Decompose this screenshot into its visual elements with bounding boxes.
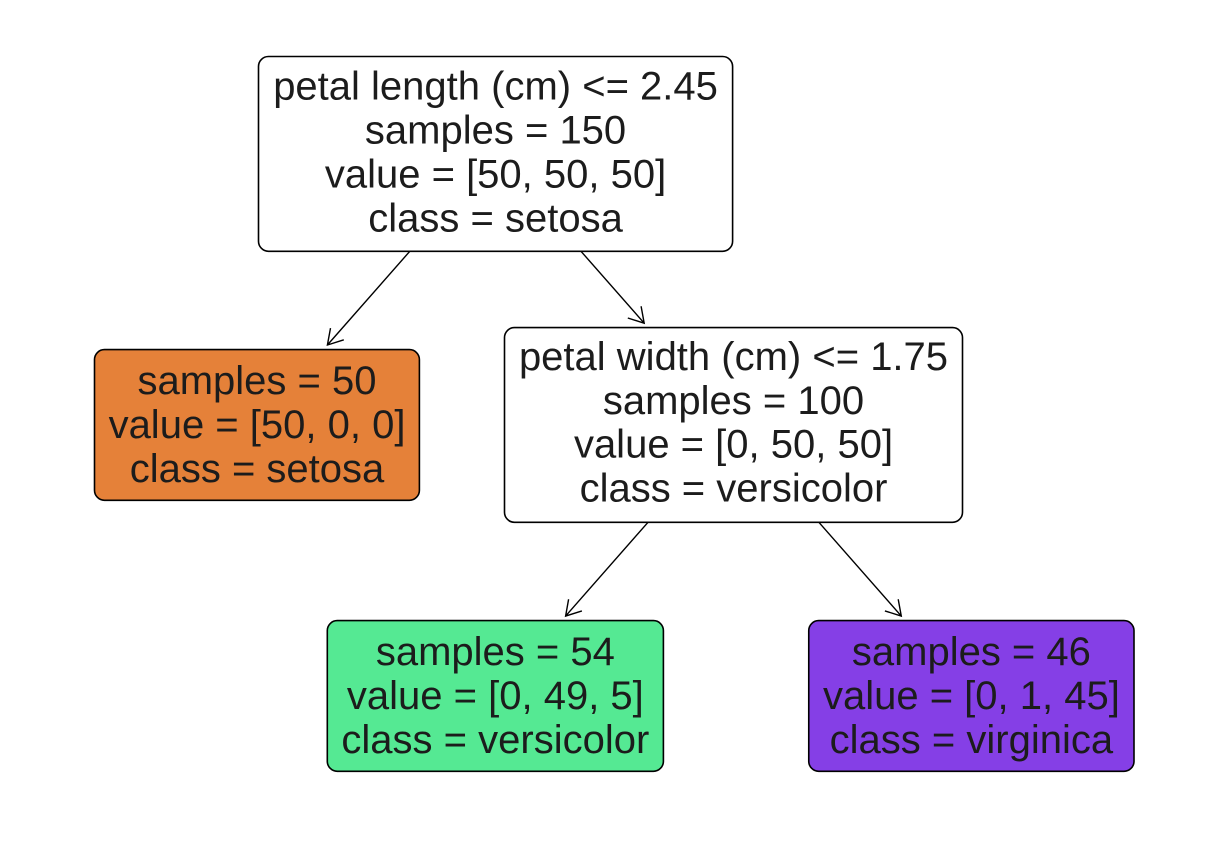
svg-text:value = [50, 50, 50]: value = [50, 50, 50] (325, 153, 666, 197)
svg-text:class = virginica: class = virginica (830, 718, 1114, 762)
svg-text:class = versicolor: class = versicolor (341, 718, 649, 762)
svg-text:class = setosa: class = setosa (130, 447, 385, 491)
svg-text:samples = 100: samples = 100 (603, 379, 864, 423)
svg-text:value = [0, 49, 5]: value = [0, 49, 5] (347, 674, 644, 718)
svg-text:value = [0, 1, 45]: value = [0, 1, 45] (823, 674, 1120, 718)
svg-text:petal width (cm) <= 1.75: petal width (cm) <= 1.75 (519, 335, 948, 379)
svg-text:samples = 54: samples = 54 (376, 630, 615, 674)
svg-text:samples = 50: samples = 50 (137, 359, 376, 403)
svg-text:value = [0, 50, 50]: value = [0, 50, 50] (574, 423, 893, 467)
svg-text:samples = 150: samples = 150 (365, 109, 626, 153)
svg-text:class = versicolor: class = versicolor (580, 467, 888, 511)
svg-text:value = [50, 0, 0]: value = [50, 0, 0] (109, 403, 406, 447)
svg-text:petal length (cm) <= 2.45: petal length (cm) <= 2.45 (273, 64, 718, 108)
svg-text:class = setosa: class = setosa (368, 197, 623, 241)
svg-text:samples = 46: samples = 46 (852, 630, 1091, 674)
